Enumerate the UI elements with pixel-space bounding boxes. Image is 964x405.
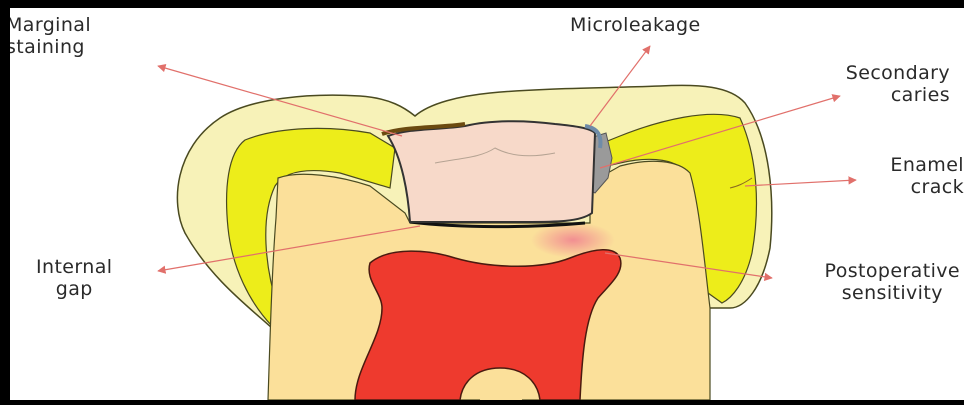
label-enamel-crack: Enamel crack xyxy=(890,154,964,198)
label-microleakage: Microleakage xyxy=(570,14,701,36)
label-internal-gap: Internal gap xyxy=(36,256,112,300)
label-postoperative-sensitivity: Postoperative sensitivity xyxy=(825,260,960,304)
diagram-canvas: Marginal staining Microleakage Secondary… xyxy=(10,8,964,400)
tooth-illustration xyxy=(10,8,964,400)
label-secondary-caries: Secondary caries xyxy=(846,62,950,106)
restoration xyxy=(388,121,595,222)
label-marginal-staining: Marginal staining xyxy=(10,14,91,58)
